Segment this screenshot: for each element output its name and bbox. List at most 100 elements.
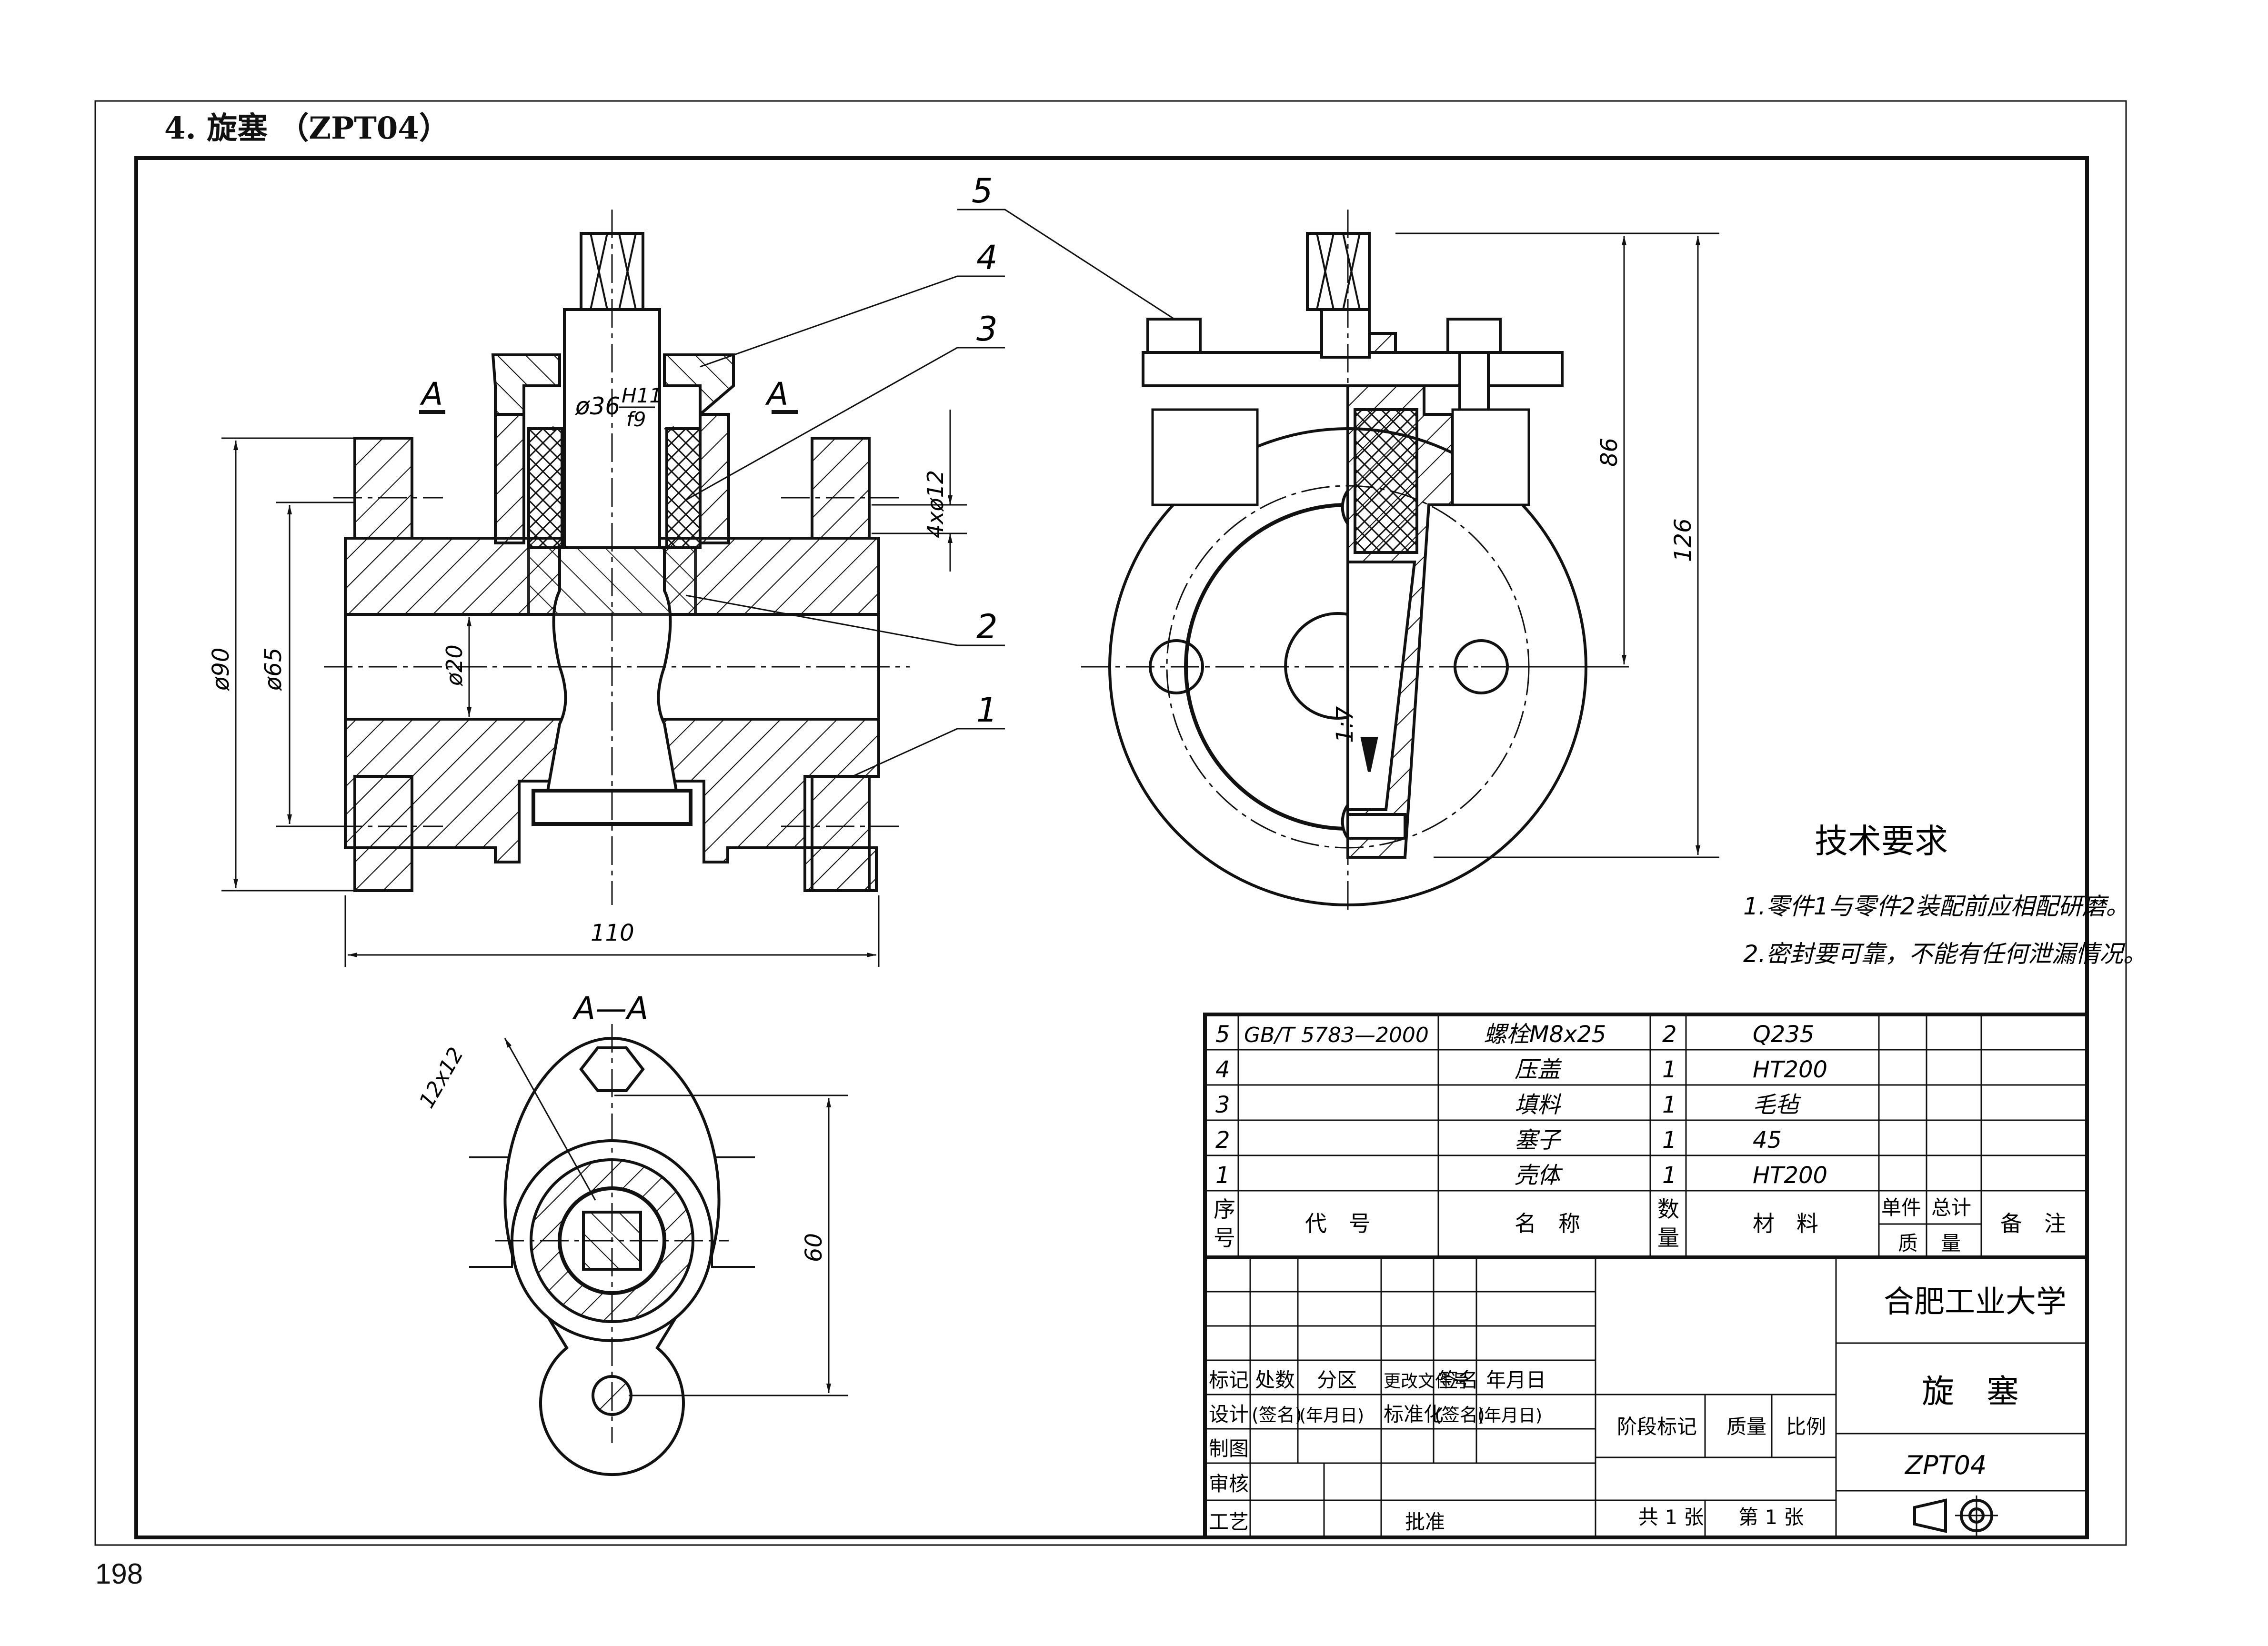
balloon-4: 4: [976, 238, 998, 277]
bom-row-name: 塞子: [1515, 1127, 1562, 1154]
bom-row-material: 毛毡: [1753, 1092, 1802, 1118]
bom-row-no: 4: [1215, 1056, 1230, 1083]
bom-row-material: 45: [1753, 1127, 1782, 1154]
bom-hdr-name: 名 称: [1515, 1211, 1580, 1236]
title-block-text: 标记 处数 分区 更改文件号 签名 年月日 设计 (签名) (年月日) 标准化 …: [1209, 1285, 2067, 1534]
dim-d20: ø20: [442, 644, 467, 686]
tb-standard-sign: (签名): [1435, 1405, 1485, 1425]
bom-hdr-material: 材 料: [1753, 1211, 1818, 1236]
dim-12x12: 12x12: [414, 1043, 468, 1112]
dim-d65: ø65: [260, 648, 287, 691]
tb-drawing-name: 旋 塞: [1922, 1373, 2019, 1411]
tb-approve: 批准: [1405, 1510, 1445, 1534]
bom-row-name: 压盖: [1515, 1056, 1562, 1083]
bom-row-material: HT200: [1753, 1162, 1827, 1189]
bom-row-material: HT200: [1753, 1056, 1827, 1083]
bom-hdr-qty1: 数: [1657, 1196, 1679, 1222]
side-view: [1081, 210, 1587, 914]
tb-change-doc: 更改文件号: [1384, 1372, 1469, 1391]
bom-row-name: 填料: [1515, 1092, 1562, 1118]
bom-rows: 5 GB/T 5783—2000 螺栓M8x25 2 Q235 4 压盖 1 H…: [1215, 1021, 1827, 1189]
tb-check: 审核: [1209, 1472, 1249, 1495]
tb-sheet: 第 1 张: [1738, 1505, 1804, 1529]
tb-stage: 阶段标记: [1617, 1415, 1697, 1438]
tb-process: 工艺: [1209, 1510, 1249, 1534]
bom-row-qty: 1: [1662, 1056, 1677, 1083]
bom-row-qty: 2: [1662, 1021, 1677, 1048]
bom-row-no: 5: [1215, 1021, 1230, 1048]
fit-tolerance-lower: f9: [626, 408, 646, 431]
taper-label: 1:7: [1332, 706, 1358, 743]
heading-code: （ZPT04）: [278, 110, 450, 146]
tb-standard: 标准化: [1384, 1403, 1444, 1426]
bom-hdr-code: 代 号: [1305, 1211, 1371, 1236]
side-dimensions: [1395, 232, 1719, 858]
dim-86: 86: [1596, 438, 1623, 467]
front-view: [324, 210, 910, 905]
section-mark-left: A: [420, 376, 443, 412]
section-view-title: A—A: [572, 990, 648, 1027]
sheet-frame: [94, 100, 2127, 1546]
tb-mass: 质量: [1726, 1415, 1766, 1438]
bom-header: 序 号 代 号 名 称 数 量 材 料 单件 总计 质 量 备 注: [1214, 1196, 2066, 1255]
projection-symbol-icon: [1913, 1495, 1998, 1536]
balloon-3: 3: [976, 310, 998, 349]
bom-hdr-total: 总计: [1931, 1196, 1971, 1219]
title-block: [1203, 1255, 2089, 1539]
dim-length-110: 110: [591, 920, 634, 946]
bom-row-name: 壳体: [1515, 1162, 1563, 1189]
dim-126: 126: [1670, 518, 1696, 562]
front-dimensions: [221, 410, 967, 967]
tech-req-item-2: 2.密封要可靠，不能有任何泄漏情况。: [1743, 940, 2147, 968]
bom-row-no: 1: [1215, 1162, 1230, 1189]
page-number: 198: [95, 1558, 143, 1590]
tb-sign: 签名: [1438, 1368, 1478, 1392]
tech-req-title: 技术要求: [1815, 822, 1948, 861]
bom-row-qty: 1: [1662, 1092, 1677, 1118]
dim-d90: ø90: [208, 648, 234, 691]
tech-req-item-1: 1.零件1与零件2装配前应相配研磨。: [1743, 893, 2129, 920]
tb-standard-date: (年月日): [1477, 1406, 1542, 1425]
tb-zone: 分区: [1317, 1368, 1357, 1392]
dim-holes: 4xø12: [923, 470, 948, 538]
balloon-2: 2: [976, 607, 998, 646]
bom-hdr-no1: 序: [1214, 1196, 1235, 1222]
bom-row-qty: 1: [1662, 1127, 1677, 1154]
bom-hdr-no2: 号: [1214, 1225, 1235, 1251]
bom-row-material: Q235: [1753, 1021, 1814, 1048]
bom-hdr-mass1: 质: [1898, 1232, 1918, 1255]
tb-scale: 比例: [1786, 1415, 1826, 1438]
tb-date: 年月日: [1486, 1368, 1546, 1392]
bom-row-code: GB/T 5783—2000: [1244, 1023, 1429, 1047]
tb-design-date: (年月日): [1299, 1406, 1364, 1425]
tb-drawing-code: ZPT04: [1904, 1450, 1987, 1480]
fit-tolerance-upper: H11: [622, 384, 662, 407]
balloon-5: 5: [972, 171, 993, 211]
tb-school: 合肥工业大学: [1884, 1285, 2067, 1320]
tb-design: 设计: [1209, 1403, 1249, 1426]
bom-row-no: 3: [1215, 1092, 1230, 1118]
heading-number: 4.: [164, 110, 196, 146]
heading-title: 旋塞: [207, 110, 268, 146]
bom-hdr-mass2: 量: [1941, 1232, 1961, 1255]
section-a-view: [469, 1024, 755, 1476]
bom-row-no: 2: [1215, 1127, 1230, 1154]
tb-drawn: 制图: [1209, 1437, 1249, 1460]
bom-hdr-unit: 单件: [1881, 1196, 1921, 1219]
bom-row-qty: 1: [1662, 1162, 1677, 1189]
dim-60: 60: [801, 1233, 827, 1262]
section-mark-right: A: [765, 376, 788, 412]
section-a-dimensions: [504, 1038, 848, 1396]
bom-hdr-qty2: 量: [1657, 1225, 1679, 1251]
tb-sheets: 共 1 张: [1638, 1505, 1704, 1529]
tb-mark: 标记: [1209, 1368, 1249, 1392]
bom-hdr-remark: 备 注: [2000, 1211, 2066, 1236]
bom-row-name: 螺栓M8x25: [1484, 1021, 1606, 1048]
page-heading: 4. 旋塞 （ZPT04）: [164, 104, 450, 148]
fit-diameter: ø36: [575, 392, 620, 420]
tb-design-sign: (签名): [1252, 1405, 1302, 1425]
balloon-leaders: [685, 209, 1201, 777]
tb-count: 处数: [1255, 1368, 1295, 1392]
balloon-1: 1: [976, 691, 998, 730]
